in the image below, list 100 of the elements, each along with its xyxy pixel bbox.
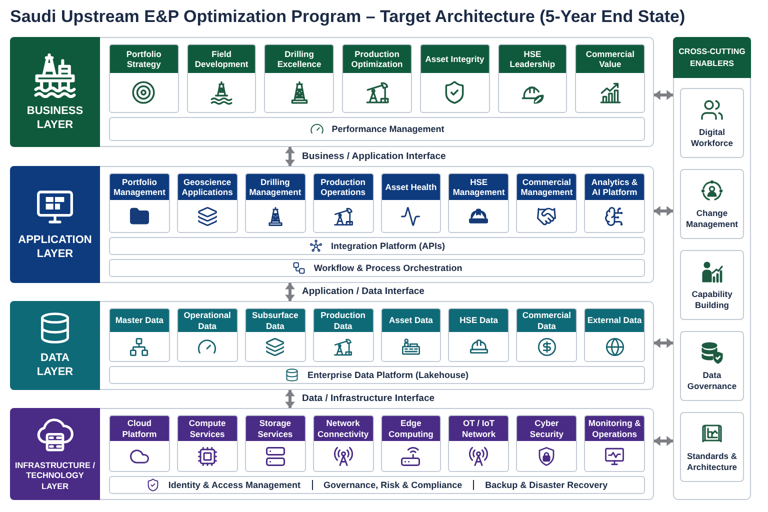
card-title: Cloud Platform: [121, 418, 158, 439]
platform-bar: [109, 476, 645, 494]
capability-card: [244, 173, 306, 233]
card-title: Commercial Management: [520, 176, 574, 198]
card-title: Production Data: [320, 310, 366, 331]
capability-card: [498, 44, 568, 113]
card-title: Asset Health: [385, 182, 437, 192]
capability-card: [584, 173, 645, 233]
double-arrow: [654, 340, 673, 346]
architecture-layer-panel: [10, 301, 654, 390]
double-arrow: [654, 92, 673, 98]
enabler-card: [680, 331, 744, 401]
architecture-layer-panel: [10, 166, 654, 283]
capability-card: [448, 173, 510, 233]
card-title: Drilling Excellence: [276, 48, 322, 70]
card-title: External Data: [587, 315, 642, 326]
enabler-label: Change Management: [685, 208, 739, 230]
enabler-label: Data Governance: [686, 370, 738, 392]
card-title: Commercial Data: [521, 310, 572, 331]
double-arrow: [286, 390, 294, 408]
capability-card: [516, 415, 578, 472]
capability-card: [312, 308, 374, 362]
capability-card: [244, 308, 306, 362]
card-title: HSE Data: [460, 315, 498, 326]
panel-title: CROSS-CUTTING ENABLERS: [678, 46, 746, 69]
card-title: Drilling Management: [248, 176, 302, 198]
platform-bar: [109, 366, 645, 384]
capability-card: [109, 44, 179, 113]
double-arrow: [654, 208, 673, 214]
capability-card: [448, 308, 510, 362]
capability-card: [380, 415, 442, 472]
diagram-title: Saudi Upstream E&P Optimization Program – Target Architecture (5-Year End State): [10, 6, 686, 28]
card-title: Portfolio Management: [112, 176, 166, 198]
card-title: Network Connectivity: [316, 418, 370, 439]
card-title: OT / IoT Network: [461, 418, 497, 439]
enabler-card: [680, 412, 744, 482]
double-arrow: [654, 438, 673, 444]
edge-label: Business / Application Interface: [300, 150, 448, 162]
card-title: Operational Data: [182, 310, 232, 331]
layer-title: INFRASTRUCTURE / TECHNOLOGY LAYER: [14, 461, 96, 492]
enabler-label: Capability Building: [690, 288, 734, 310]
capability-card: [380, 173, 442, 233]
capability-card: [186, 44, 256, 113]
capability-card: [312, 415, 374, 472]
capability-card: [575, 44, 646, 113]
card-title: Field Development: [194, 48, 250, 70]
card-title: Edge Computing: [388, 418, 434, 439]
card-title: Cyber Security: [528, 418, 564, 439]
double-arrow: [286, 147, 294, 166]
enablers-panel: [673, 37, 751, 500]
card-title: Commercial Value: [584, 48, 636, 70]
platform-bar: [109, 259, 645, 277]
bar-label: Performance Management: [332, 124, 444, 134]
platform-bar: [109, 237, 645, 255]
capability-card: [244, 415, 306, 472]
card-title: Asset Integrity: [425, 54, 484, 64]
card-title: Subsurface Data: [251, 310, 300, 331]
enabler-card: [680, 88, 744, 158]
card-title: Master Data: [115, 315, 164, 326]
card-title: Geoscience Applications: [180, 176, 234, 198]
layer-title: BUSINESS LAYER: [26, 104, 84, 132]
card-title: Compute Services: [188, 418, 227, 439]
bar-label: Enterprise Data Platform (Lakehouse): [307, 370, 469, 380]
capability-card: [420, 44, 490, 113]
platform-bar: [109, 117, 645, 141]
capability-card: [176, 173, 238, 233]
capability-card: [584, 308, 645, 362]
capability-card: [516, 173, 578, 233]
capability-card: [516, 308, 578, 362]
enabler-card: [680, 250, 744, 320]
capability-card: [312, 173, 374, 233]
capability-card: [342, 44, 412, 113]
bar-label: Integration Platform (APIs): [330, 241, 445, 251]
capability-card: [176, 415, 238, 472]
card-title: Production Operations: [320, 176, 366, 198]
card-title: Asset Data: [388, 315, 433, 326]
card-title: Production Optimization: [350, 48, 404, 70]
enabler-label: Standards & Architecture: [686, 450, 738, 472]
bar-label: Workflow & Process Orchestration: [314, 263, 462, 273]
enabler-label: Digital Workforce: [690, 126, 734, 148]
capability-card: [448, 415, 510, 472]
capability-card: [176, 308, 238, 362]
edge-label: Application / Data Interface: [300, 286, 426, 298]
enabler-card: [680, 169, 744, 239]
layer-title: APPLICATION LAYER: [17, 234, 93, 262]
capability-card: [109, 173, 170, 233]
architecture-layer-panel: [10, 37, 654, 147]
capability-card: [264, 44, 334, 113]
card-title: HSE Management: [452, 176, 506, 198]
card-title: Storage Services: [256, 418, 294, 439]
card-title: Analytics & AI Platform: [590, 176, 639, 198]
double-arrow: [286, 283, 294, 301]
bar-label: Identity & Access Management: [168, 480, 301, 490]
card-title: Portfolio Strategy: [125, 48, 162, 70]
layer-title: DATA LAYER: [36, 352, 74, 380]
capability-card: [584, 415, 645, 472]
card-title: HSE Leadership: [508, 48, 556, 70]
capability-card: [380, 308, 442, 362]
bar-label: Backup & Disaster Recovery: [485, 480, 608, 490]
bar-label: Governance, Risk & Compliance: [324, 480, 462, 490]
